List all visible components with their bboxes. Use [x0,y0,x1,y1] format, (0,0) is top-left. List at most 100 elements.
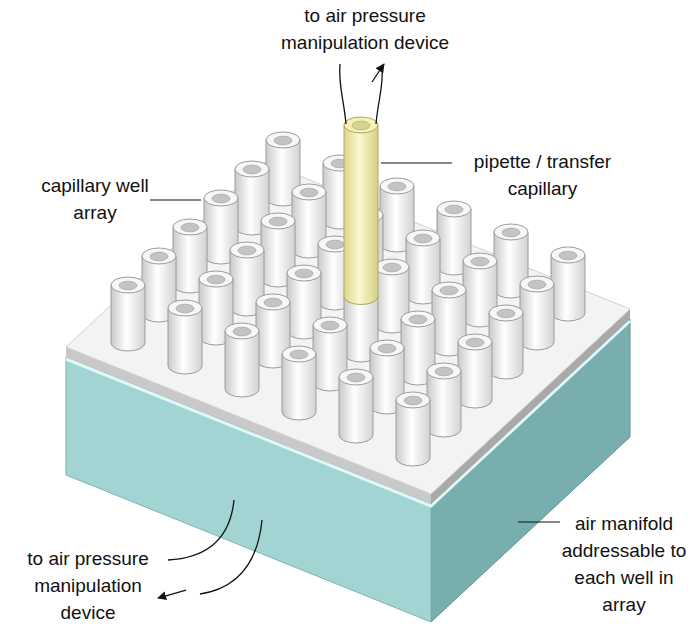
transfer-capillary [344,117,378,305]
tube-bore [243,165,261,174]
label-holder: to air pressure manipulation device [12,545,164,626]
tube-rim [292,184,326,200]
tube-bore [502,228,520,237]
tube-bore [326,240,344,249]
tube-bore [176,304,194,313]
tube-bore [409,315,427,324]
tube-bore [181,223,199,232]
tube-rim [370,340,404,356]
tube-bore [440,286,458,295]
tube-rim [256,294,290,310]
tube-bore [212,194,230,203]
tube-body [282,354,316,420]
tube-rim [401,311,435,327]
tube-body [344,125,378,305]
tube-bore [352,121,370,130]
capillary-well [520,276,554,350]
flow-arrow [158,590,186,598]
tube-rim [313,317,347,333]
tube-rim [406,230,440,246]
tube-rim [230,242,264,258]
capillary-well [339,369,373,443]
tube-bore [238,246,256,255]
tube-rim [520,276,554,292]
callout-label: pipette / transfer capillary [455,148,630,202]
capillary-well [427,363,461,437]
tube-bore [466,338,484,347]
flow-arrow [372,64,384,82]
tube-rim [489,305,523,321]
capillary-well [396,392,430,466]
capillary-well [551,247,585,321]
callout-label: air manifold addressable to each well in… [553,510,695,618]
capillary-well [111,277,145,351]
tube-rim [432,282,466,298]
tube-rim [111,277,145,293]
tube-bore [295,269,313,278]
tube-bore [119,281,137,290]
tube-bore [207,275,225,284]
tube-rim [142,248,176,264]
tube-body [520,284,554,350]
tube-rim [344,117,378,133]
tube-bore [435,367,453,376]
tube-rim [494,224,528,240]
tube-rim [204,190,238,206]
tube-rim [437,201,471,217]
capillary-well [458,334,492,408]
tube-bore [388,182,406,191]
tubing-line [200,520,262,594]
tube-body [168,308,202,374]
tube-bore [347,373,365,382]
tube-rim [235,161,269,177]
label-holder: capillary well array [40,172,150,226]
tube-bore [497,309,515,318]
tube-bore [383,263,401,272]
tube-rim [225,323,259,339]
tube-body [111,285,145,351]
tube-rim [375,259,409,275]
tube-bore [378,344,396,353]
capillary-well [225,323,259,397]
tube-bore [445,205,463,214]
tube-rim [551,247,585,263]
tube-body [339,377,373,443]
tube-rim [380,178,414,194]
label-holder: pipette / transfer capillary [455,148,630,202]
tube-bore [528,280,546,289]
capillary-well [489,305,523,379]
tube-rim [287,265,321,281]
tube-rim [168,300,202,316]
tube-body [396,400,430,466]
tube-rim [427,363,461,379]
tube-rim [339,369,373,385]
leader-line [518,521,560,522]
tube-bore [559,251,577,260]
tube-bore [300,188,318,197]
tube-rim [282,346,316,362]
tube-body [225,331,259,397]
tube-bore [471,257,489,266]
tube-body [489,313,523,379]
callout-label: capillary well array [40,172,150,226]
label-holder: to air pressure manipulation device [265,2,465,56]
leader-line [150,199,201,200]
tube-rim [199,271,233,287]
tube-bore [274,136,292,145]
tube-bore [150,252,168,261]
capillary-well [282,346,316,420]
tube-bore [290,350,308,359]
tube-rim [261,213,295,229]
tube-bore [233,327,251,336]
tube-rim [173,219,207,235]
tube-bore [264,298,282,307]
tube-rim [458,334,492,350]
callout-label: to air pressure manipulation device [12,545,164,626]
label-holder: air manifold addressable to each well in… [553,510,695,618]
tube-body [551,255,585,321]
tubing-line [168,500,234,560]
tube-bore [269,217,287,226]
capillary-well [168,300,202,374]
